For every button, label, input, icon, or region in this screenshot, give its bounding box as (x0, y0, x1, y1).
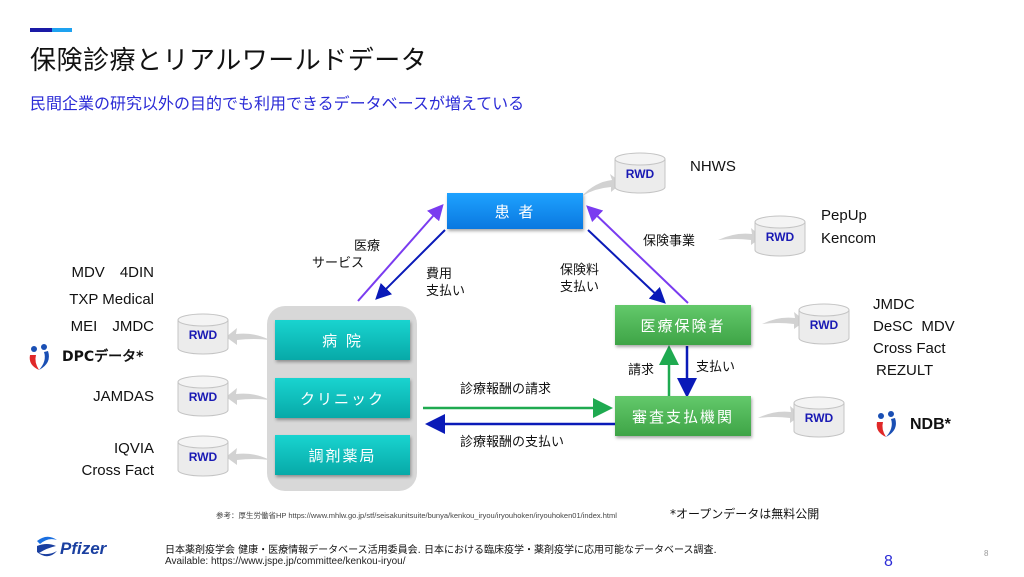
rwd-db-icon: RWD (798, 303, 850, 345)
insurer-box: 医療保険者 (615, 305, 751, 345)
citation-url[interactable]: Available: https://www.jspe.jp/committee… (165, 556, 406, 567)
flow-insurance-rwd (718, 228, 762, 245)
rwd-db-icon: RWD (793, 396, 845, 438)
review-org-box: 審査支払機関 (615, 396, 751, 436)
source-kencom: Kencom (821, 230, 877, 247)
pfizer-logo-text: Pfizer (60, 539, 107, 558)
page-subtitle: 民間企業の研究以外の目的でも利用できるデータベースが増えている (30, 94, 525, 113)
rwd-label: RWD (809, 318, 839, 332)
arrow-premium-payment (587, 229, 666, 304)
source-nhws: NHWS (690, 158, 736, 175)
accent-bar-dark (30, 28, 52, 32)
pfizer-logo-icon (37, 536, 57, 557)
source-iqvia: IQVIA (113, 440, 154, 457)
flow-insurer-rwd (762, 312, 805, 329)
label-medical-service-2: サービス (312, 256, 365, 271)
source-jmdc: JMDC (873, 296, 915, 313)
source-jamdas: JAMDAS (93, 388, 154, 405)
rwd-db-icon: RWD (754, 215, 806, 257)
page-title: 保険診療とリアルワールドデータ (30, 46, 428, 76)
data-flow-arrows (226, 174, 805, 465)
reference-note: 参考：厚生労働省HP https://www.mhlw.go.jp/stf/se… (216, 511, 617, 520)
source-mei-jmdc: MEI JMDC (70, 318, 154, 335)
arrow-cost-payment (375, 229, 446, 300)
mhlw-logo-icon (29, 344, 49, 370)
source-mdv-4din: MDV 4DIN (71, 264, 154, 281)
label-claim: 請求 (628, 363, 655, 378)
rwd-label: RWD (625, 167, 655, 181)
source-cross-fact-pharmacy: Cross Fact (81, 462, 154, 479)
source-desc-mdv: DeSC MDV (873, 318, 955, 335)
source-dpc-data: DPCデータ* (62, 349, 144, 365)
mhlw-logo-icon (876, 411, 896, 437)
rwd-label: RWD (188, 328, 218, 342)
rwd-db-icon: RWD (177, 375, 229, 417)
source-pepup: PepUp (821, 207, 867, 224)
citation: 日本薬剤疫学会 健康・医療情報データベース活用委員会. 日本における臨床疫学・薬… (165, 545, 717, 556)
hospital-box: 病 院 (275, 320, 410, 360)
slide-number: 8 (984, 549, 989, 558)
label-cost-2: 支払い (426, 284, 466, 299)
label-medical-service-1: 医療 (353, 239, 380, 254)
source-ndb: NDB* (910, 416, 951, 433)
label-fee-claim: 診療報酬の請求 (460, 382, 552, 397)
flow-review-rwd (758, 406, 801, 423)
label-payment: 支払い (696, 360, 736, 375)
flow-hospital-rwd (226, 328, 270, 345)
rwd-db-icon: RWD (614, 152, 666, 194)
source-cross-fact-insurer: Cross Fact (873, 340, 946, 357)
rwd-label: RWD (188, 390, 218, 404)
patient-box: 患 者 (447, 193, 583, 229)
label-premium-2: 支払い (560, 280, 600, 295)
rwd-label: RWD (765, 230, 795, 244)
label-fee-payment: 診療報酬の支払い (460, 435, 565, 450)
rwd-db-icon: RWD (177, 313, 229, 355)
source-txp-medical: TXP Medical (69, 291, 154, 308)
page-number: 8 (884, 553, 893, 570)
rwd-db-icon: RWD (177, 435, 229, 477)
flow-clinic-rwd (226, 388, 270, 405)
accent-bar-light (52, 28, 72, 32)
label-cost-1: 費用 (426, 267, 453, 282)
flow-pharmacy-rwd (226, 448, 270, 465)
label-insurance-business: 保険事業 (643, 234, 696, 249)
arrow-insurance-service (586, 205, 689, 304)
source-rezult: REZULT (876, 362, 934, 379)
pharmacy-box: 調剤薬局 (275, 435, 410, 475)
flow-patient-rwd (582, 174, 622, 196)
arrow-medical-service (357, 204, 444, 302)
rwd-label: RWD (188, 450, 218, 464)
open-data-note: *オープンデータは無料公開 (670, 507, 820, 521)
label-premium-1: 保険料 (560, 263, 600, 278)
rwd-label: RWD (804, 411, 834, 425)
clinic-box: クリニック (275, 378, 410, 418)
